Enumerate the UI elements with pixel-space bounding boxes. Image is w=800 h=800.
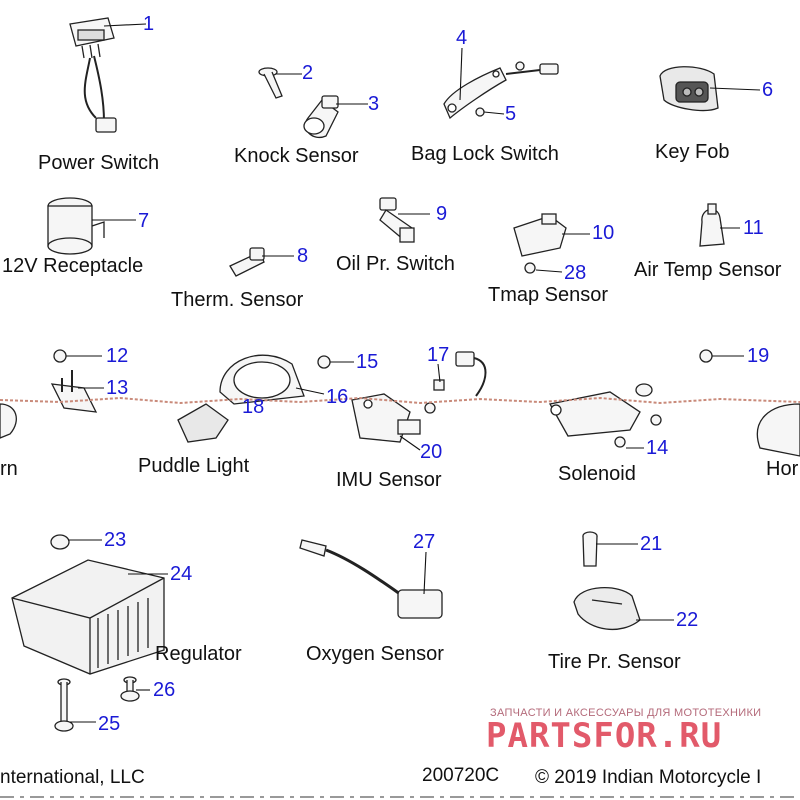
footer-code: 200720C — [422, 765, 500, 786]
callout-9: 9 — [436, 203, 448, 225]
leader-16 — [295, 387, 325, 395]
label-horn-right: Hor — [766, 458, 799, 480]
label-therm-sensor: Therm. Sensor — [171, 289, 304, 311]
callout-10: 10 — [592, 222, 615, 244]
screw-15-drawing — [317, 355, 331, 369]
label-solenoid: Solenoid — [558, 463, 636, 485]
callout-28: 28 — [564, 262, 587, 284]
bolt-25-drawing — [54, 678, 74, 732]
key-fob-drawing — [659, 66, 719, 112]
leader-5 — [483, 111, 505, 115]
imu-sensor-drawing — [351, 393, 421, 443]
callout-3: 3 — [368, 93, 380, 115]
callout-18: 18 — [242, 396, 265, 418]
leader-20 — [399, 435, 421, 451]
label-power-switch: Power Switch — [38, 152, 160, 174]
label-oxygen-sensor: Oxygen Sensor — [306, 643, 444, 665]
callout-23: 23 — [104, 529, 127, 551]
puddle-light-drawing — [177, 354, 305, 443]
label-tire-pr-sensor: Tire Pr. Sensor — [548, 651, 681, 673]
valve-21-drawing — [582, 531, 598, 567]
callout-16: 16 — [326, 386, 349, 408]
horn-left-drawing — [0, 403, 17, 439]
label-horn-left: rn — [0, 458, 18, 480]
nut-5-drawing — [475, 107, 485, 117]
therm-sensor-drawing — [229, 247, 265, 277]
screw-imu-drawing — [424, 402, 436, 414]
bag-lock-switch-drawing — [443, 61, 559, 120]
scan-seam — [0, 396, 800, 405]
callout-7: 7 — [138, 210, 150, 232]
oxygen-sensor-drawing — [299, 539, 443, 619]
connector-17-drawing — [433, 351, 487, 397]
label-oil-pr-switch: Oil Pr. Switch — [336, 253, 455, 275]
label-puddle-light: Puddle Light — [138, 455, 250, 477]
tire-pressure-sensor-drawing — [573, 586, 641, 630]
regulator-drawing — [11, 559, 165, 675]
callout-2: 2 — [302, 62, 314, 84]
nut-12-drawing — [53, 349, 67, 363]
nut-23-drawing — [50, 534, 70, 550]
horn-bracket-left-drawing — [50, 370, 98, 413]
callout-22: 22 — [676, 609, 699, 631]
power-switch-drawing — [69, 17, 117, 133]
leader-17 — [437, 363, 441, 383]
label-imu-sensor: IMU Sensor — [336, 469, 442, 491]
callout-1: 1 — [143, 13, 155, 35]
watermark-brand: PARTSFOR.RU — [486, 716, 723, 756]
screw-14a-drawing — [650, 414, 662, 426]
leader-1 — [103, 23, 147, 27]
leader-28 — [535, 269, 563, 273]
leader-6 — [709, 87, 761, 91]
receptacle-drawing — [47, 197, 105, 255]
pin-drawing — [258, 67, 283, 99]
screw-14b-drawing — [614, 436, 626, 448]
callout-6: 6 — [762, 79, 774, 101]
solenoid-drawing — [548, 383, 653, 437]
callout-17: 17 — [427, 344, 450, 366]
callout-19: 19 — [747, 345, 770, 367]
leader-4 — [459, 47, 463, 101]
air-temp-sensor-drawing — [699, 203, 725, 247]
horn-right-drawing — [756, 403, 800, 457]
callout-14: 14 — [646, 437, 669, 459]
tmap-sensor-drawing — [513, 213, 567, 257]
callout-27: 27 — [413, 531, 436, 553]
callout-4: 4 — [456, 27, 468, 49]
label-tmap-sensor: Tmap Sensor — [488, 284, 609, 306]
callout-15: 15 — [356, 351, 379, 373]
watermark-tagline: ЗАПЧАСТИ И АКСЕССУАРЫ ДЛЯ МОТОТЕХНИКИ — [490, 707, 762, 719]
callout-25: 25 — [98, 713, 121, 735]
callout-20: 20 — [420, 441, 443, 463]
callout-24: 24 — [170, 563, 193, 585]
callout-12: 12 — [106, 345, 129, 367]
label-key-fob: Key Fob — [655, 141, 730, 163]
label-12v-receptacle: 12V Receptacle — [2, 255, 144, 277]
callout-8: 8 — [297, 245, 309, 267]
label-bag-lock-switch: Bag Lock Switch — [411, 143, 559, 165]
callout-26: 26 — [153, 679, 176, 701]
footer-left: nternational, LLC — [0, 767, 145, 788]
label-air-temp-sensor: Air Temp Sensor — [634, 259, 782, 281]
screw-28-drawing — [524, 262, 536, 274]
screw-19-drawing — [699, 349, 713, 363]
label-knock-sensor: Knock Sensor — [234, 145, 359, 167]
footer-copyright: © 2019 Indian Motorcycle I — [535, 767, 762, 788]
callout-5: 5 — [505, 103, 517, 125]
oil-pressure-switch-drawing — [379, 197, 415, 243]
label-regulator: Regulator — [155, 643, 242, 665]
callout-13: 13 — [106, 377, 129, 399]
callout-11: 11 — [743, 217, 764, 239]
bolt-26-drawing — [120, 676, 140, 702]
callout-21: 21 — [640, 533, 663, 555]
knock-sensor-drawing — [303, 95, 339, 139]
leader-27 — [423, 551, 427, 595]
